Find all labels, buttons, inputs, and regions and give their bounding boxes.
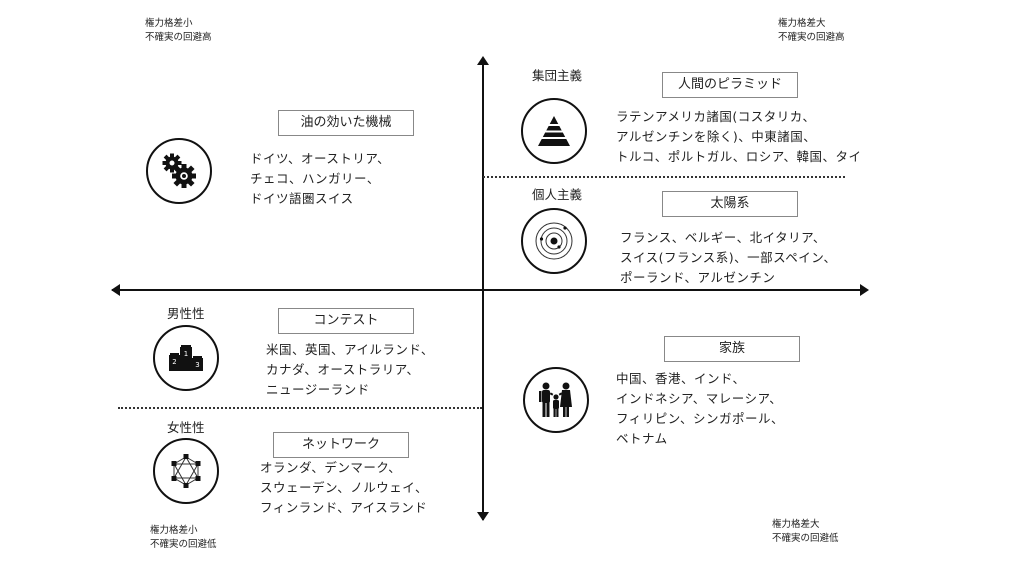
power-distance-label: 権力格差小: [150, 525, 198, 536]
divider-collectivism-individualism: [483, 176, 845, 178]
solar-system-icon: [535, 222, 573, 260]
svg-text:1: 1: [184, 350, 188, 358]
model-title-box: 太陽系: [662, 191, 798, 217]
arrow-up-icon: [477, 56, 489, 65]
podium-icon-circle: 1 2 3: [153, 325, 219, 391]
horizontal-axis: [112, 289, 866, 291]
corner-label-bottom-left: 権力格差小 不確実の回避低: [150, 524, 217, 552]
gears-icon: [162, 153, 196, 188]
country-list: ラテンアメリカ諸国(コスタリカ、 アルゼンチンを除く)、中東諸国、 トルコ、ポル…: [616, 109, 862, 164]
svg-text:2: 2: [172, 358, 176, 366]
model-title-box: コンテスト: [278, 308, 414, 334]
dimension-label-masculinity: 男性性: [167, 306, 205, 321]
power-distance-label: 権力格差大: [778, 18, 826, 29]
solar-system-icon-circle: [521, 208, 587, 274]
arrow-left-icon: [111, 284, 120, 296]
dimension-label-femininity: 女性性: [167, 420, 205, 435]
country-list: 中国、香港、インド、 インドネシア、マレーシア、 フィリピン、シンガポール、 ベ…: [616, 371, 785, 446]
model-title-box: 家族: [664, 336, 800, 362]
corner-label-top-right: 権力格差大 不確実の回避高: [778, 17, 845, 45]
uncertainty-avoidance-label: 不確実の回避高: [778, 32, 845, 43]
family-icon-circle: [523, 367, 589, 433]
gears-icon-circle: [146, 138, 212, 204]
uncertainty-avoidance-label: 不確実の回避低: [772, 533, 839, 544]
corner-label-top-left: 権力格差小 不確実の回避高: [145, 17, 212, 45]
power-distance-label: 権力格差小: [145, 18, 193, 29]
dimension-label-collectivism: 集団主義: [532, 68, 583, 83]
dimension-label-individualism: 個人主義: [532, 187, 583, 202]
model-title-box: ネットワーク: [273, 432, 409, 458]
corner-label-bottom-right: 権力格差大 不確実の回避低: [772, 518, 839, 546]
pyramid-icon: [534, 116, 574, 146]
vertical-axis: [482, 58, 484, 520]
family-icon: [539, 382, 572, 417]
uncertainty-avoidance-label: 不確実の回避高: [145, 32, 212, 43]
arrow-right-icon: [860, 284, 869, 296]
divider-masculinity-femininity: [118, 407, 482, 409]
country-list: フランス、ベルギー、北イタリア、 スイス(フランス系)、一部スペイン、 ポーラン…: [620, 230, 837, 285]
model-title-box: 油の効いた機械: [278, 110, 414, 136]
uncertainty-avoidance-label: 不確実の回避低: [150, 539, 217, 550]
power-distance-label: 権力格差大: [772, 519, 820, 530]
model-title-box: 人間のピラミッド: [662, 72, 798, 98]
network-icon: [171, 454, 201, 488]
arrow-down-icon: [477, 512, 489, 521]
country-list: ドイツ、オーストリア、 チェコ、ハンガリー、 ドイツ語圏スイス: [250, 151, 391, 206]
svg-text:3: 3: [195, 361, 199, 369]
podium-icon: 1 2 3: [169, 345, 203, 371]
network-icon-circle: [153, 438, 219, 504]
pyramid-icon-circle: [521, 98, 587, 164]
country-list: オランダ、デンマーク、 スウェーデン、ノルウェイ、 フィンランド、アイスランド: [260, 460, 429, 515]
country-list: 米国、英国、アイルランド、 カナダ、オーストラリア、 ニュージーランド: [266, 342, 434, 397]
